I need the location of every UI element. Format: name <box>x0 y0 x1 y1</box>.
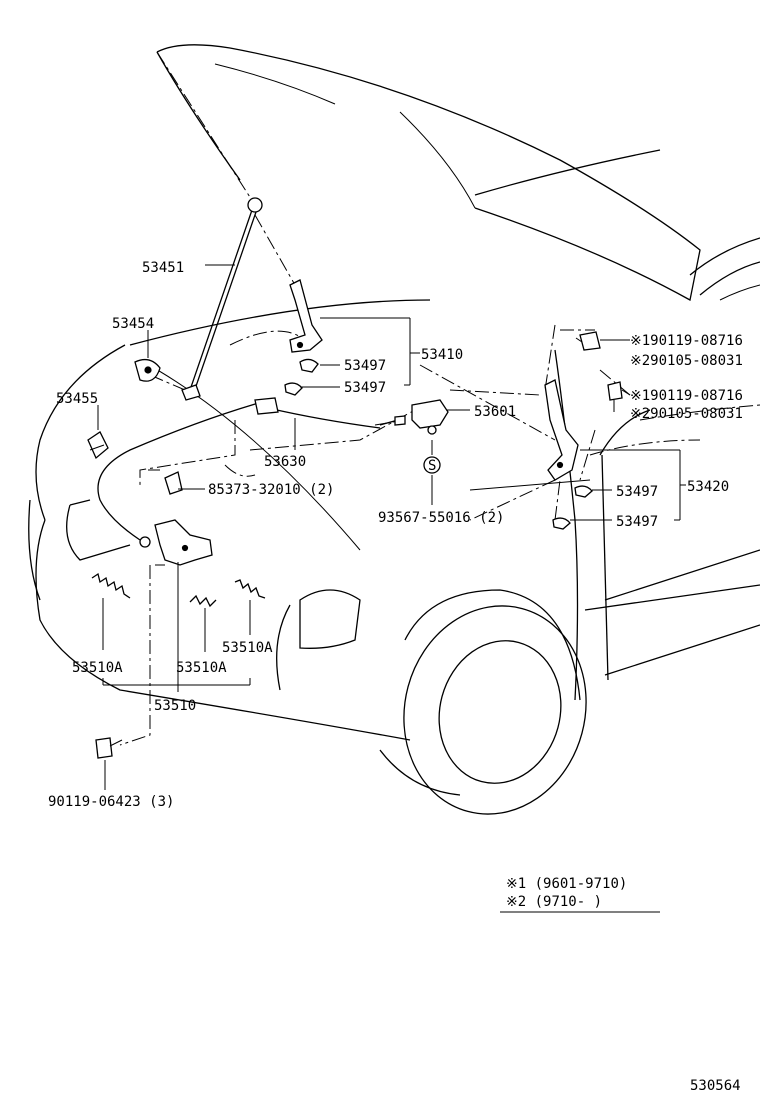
label-85373: 85373-32010 (2) <box>208 482 334 498</box>
lock-support <box>154 519 213 566</box>
label-53497-a: 53497 <box>344 358 386 374</box>
hood-hinge-right <box>544 379 593 530</box>
label-53455: 53455 <box>56 391 98 407</box>
label-53510A-a: 53510A <box>72 660 123 676</box>
label-53630: 53630 <box>264 454 306 470</box>
label-90119: 90119-06423 (3) <box>48 794 174 810</box>
label-note2-bolt: ※290105-08031 <box>630 353 743 369</box>
hood-lock <box>411 399 449 435</box>
rod-holder <box>134 358 161 382</box>
springs <box>91 572 266 608</box>
label-53451: 53451 <box>142 260 184 276</box>
car-body <box>28 44 760 815</box>
hinge-bolts <box>575 331 623 412</box>
label-53420: 53420 <box>687 479 729 495</box>
callout-lines <box>97 264 686 790</box>
hood-support-rod <box>181 197 263 401</box>
support-bolt <box>95 737 123 759</box>
legend-line-2: ※2 (9710- ) <box>506 894 602 910</box>
label-53510: 53510 <box>154 698 196 714</box>
label-53454: 53454 <box>112 316 154 332</box>
label-53601: 53601 <box>474 404 516 420</box>
label-53510A-b: 53510A <box>176 660 227 676</box>
sealant-symbol: S <box>423 440 441 505</box>
label-note1-bolt: ※190119-08716 <box>630 333 743 349</box>
label-53510A-c: 53510A <box>222 640 273 656</box>
hood-hinge-left <box>284 279 323 396</box>
cable-clamp <box>164 471 183 495</box>
label-93567: 93567-55016 (2) <box>378 510 504 526</box>
rod-clip <box>87 431 109 460</box>
label-53497-b: 53497 <box>344 380 386 396</box>
legend-line-1: ※1 (9601-9710) <box>506 876 627 892</box>
label-53497-c: 53497 <box>616 484 658 500</box>
label-note1-bolt-b: ※190119-08716 <box>630 388 743 404</box>
diagram-id: 530564 <box>690 1078 741 1094</box>
label-note2-bolt-b: ※290105-08031 <box>630 406 743 422</box>
label-53497-d: 53497 <box>616 514 658 530</box>
release-cable <box>97 397 406 548</box>
part-labels: 53451 53454 53455 53630 85373-32010 (2) … <box>48 260 743 810</box>
sealant-symbol-label: S <box>428 458 436 474</box>
legend: ※1 (9601-9710) ※2 (9710- ) <box>500 876 660 913</box>
label-53410: 53410 <box>421 347 463 363</box>
